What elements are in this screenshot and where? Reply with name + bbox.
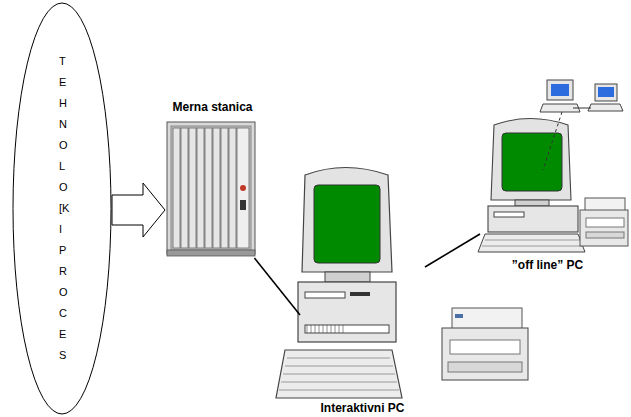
device-label: Interaktivni PC: [320, 401, 404, 416]
cable-line: [425, 234, 480, 267]
network-pcs: [540, 80, 623, 170]
rack-illustration: [167, 122, 255, 256]
printer-illustration: [442, 308, 528, 380]
process-ellipse: TEHNOLO[KI PROCES: [12, 2, 112, 415]
pc-illustration: [276, 168, 402, 399]
offline-pc: ”off line” PC: [480, 110, 615, 273]
interactive-pc: Interaktivni PC: [300, 165, 425, 416]
cable-line: [254, 258, 300, 315]
block-arrow: [112, 183, 165, 237]
device-label: Merna stanica: [172, 100, 252, 115]
vertical-label: TEHNOLO[KI PROCES: [59, 51, 65, 366]
pc-illustration: [478, 119, 585, 253]
printer-illustration: [580, 198, 628, 246]
device-label: ”off line” PC: [512, 258, 583, 273]
measuring-station: Merna stanica: [165, 100, 260, 258]
